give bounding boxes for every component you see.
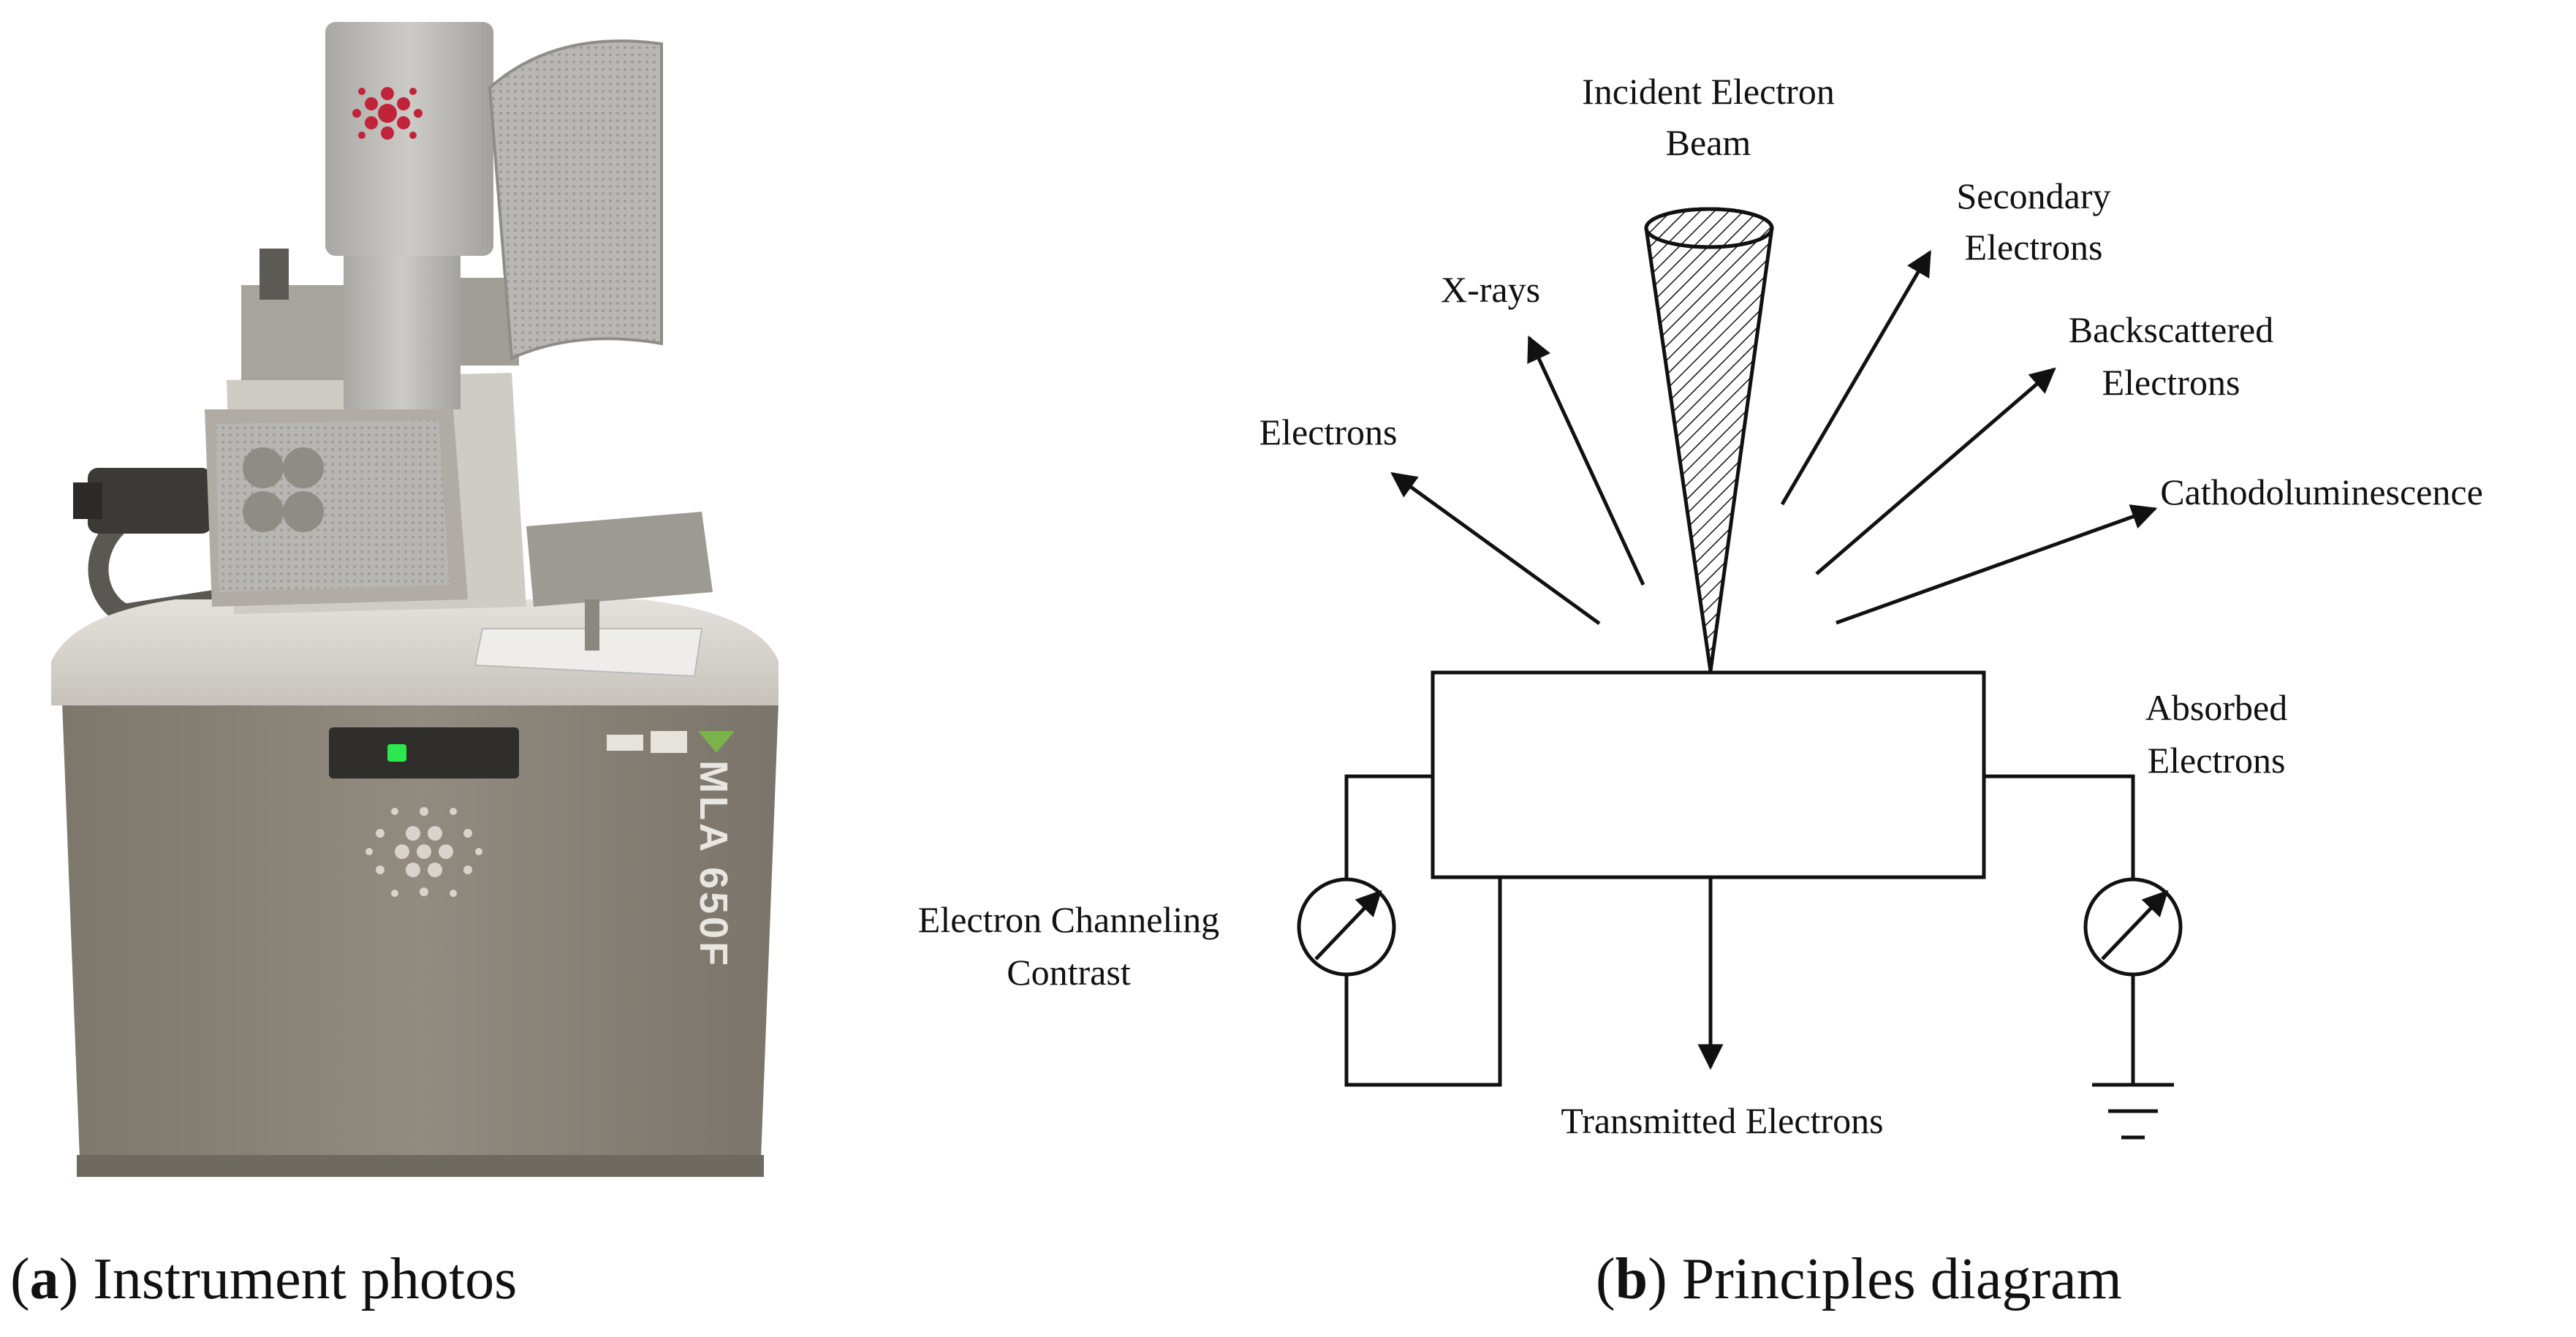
detector-arm	[241, 285, 358, 380]
absorbed-electrons-label: Absorbed	[2145, 687, 2287, 728]
sticker	[607, 735, 643, 751]
channeling-contrast-label: Contrast	[1007, 952, 1131, 993]
cable	[88, 519, 221, 625]
specimen	[1431, 670, 1986, 879]
channeling-wire	[1344, 774, 1433, 879]
ground-symbol	[2092, 1083, 2174, 1140]
side-detector	[526, 512, 713, 607]
incident-beam-label: Beam	[1666, 122, 1751, 163]
caption-a: (a) Instrument photos	[10, 1247, 518, 1311]
absorbed-meter-needle	[2101, 890, 2169, 961]
caption-b: (b) Principles diagram	[1596, 1247, 2122, 1311]
electrons-label: Electrons	[1259, 412, 1398, 452]
incident-beam-cone	[1644, 207, 1774, 672]
backscattered-label: Backscattered	[2069, 309, 2273, 350]
instrument-model-label: MLA 650F	[692, 760, 735, 969]
paper-sheet	[474, 628, 703, 678]
power-led	[387, 744, 406, 762]
instrument-photo: MLA 650F	[51, 22, 779, 1177]
electrons-arrow	[1390, 471, 1601, 626]
principles-diagram	[1297, 207, 2183, 1140]
secondary-electrons-label: Electrons	[1965, 227, 2103, 268]
xrays-arrow	[1527, 335, 1645, 586]
incident-beam-label: Incident Electron	[1582, 71, 1835, 112]
column-logo	[352, 87, 423, 140]
transmitted-electrons-label: Transmitted Electrons	[1561, 1100, 1883, 1141]
absorbed-wire	[1984, 774, 2135, 879]
cathodoluminescence-label: Cathodoluminescence	[2160, 471, 2483, 512]
diagram-labels: Incident Electron Beam Secondary Electro…	[918, 71, 2483, 1141]
caption-a-text: Instrument photos	[93, 1247, 518, 1311]
mesh-enclosure	[488, 39, 663, 360]
backscattered-label: Electrons	[2102, 362, 2240, 403]
electron-column	[344, 241, 461, 409]
absorbed-electrons-label: Electrons	[2148, 740, 2286, 781]
sticker	[698, 731, 735, 753]
column-top	[325, 22, 493, 256]
sticker	[651, 731, 687, 753]
dot-logo	[365, 807, 482, 897]
caption-b-letter: b	[1615, 1247, 1648, 1311]
channeling-wire	[1344, 877, 1502, 1087]
secondary-electrons-arrow	[1780, 249, 1932, 506]
cathodoluminescence-arrow	[1836, 504, 2158, 625]
channeling-meter-needle	[1314, 890, 1382, 961]
cabinet-body	[62, 702, 779, 1177]
side-connector	[88, 468, 212, 534]
control-panel	[329, 727, 519, 779]
xrays-label: X-rays	[1441, 269, 1540, 310]
caption-a-letter: a	[29, 1247, 59, 1311]
channeling-contrast-label: Electron Channeling	[918, 899, 1219, 940]
secondary-electrons-label: Secondary	[1956, 175, 2110, 216]
backscattered-arrow	[1815, 367, 2056, 575]
caption-b-text: Principles diagram	[1681, 1247, 2122, 1311]
